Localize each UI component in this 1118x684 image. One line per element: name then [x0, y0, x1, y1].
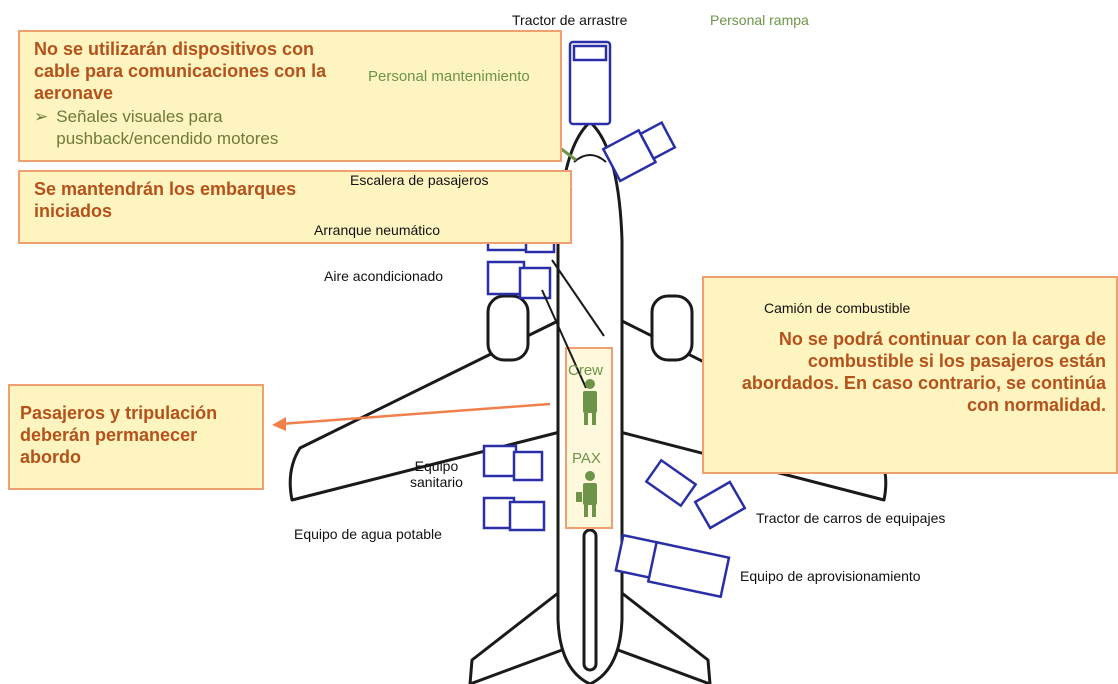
cables-callout-bullet: ➢ Señales visuales para pushback/encendi… [34, 106, 334, 150]
boarding-callout: Se mantendrán los embarques iniciados [18, 170, 572, 244]
fuel-callout: No se podrá continuar con la carga de co… [702, 276, 1118, 474]
cables-callout-bullet-text: Señales visuales para pushback/encendido… [56, 107, 279, 148]
potable-water-unit [482, 496, 546, 532]
left-stabilizer [468, 588, 564, 684]
crew-person-icon [583, 379, 597, 425]
sanitary-unit [482, 444, 544, 482]
crew-leader-line-2 [541, 289, 587, 389]
fuel-callout-text: No se podrá continuar con la carga de co… [741, 329, 1106, 415]
crew-leader-line [551, 259, 605, 337]
crew-callout-arrow [279, 402, 551, 426]
passenger-stairs-label: Escalera de pasajeros [350, 172, 489, 188]
tow-tractor-label: Tractor de arrastre [512, 12, 628, 28]
right-stabilizer [616, 588, 712, 684]
leader-lines [541, 259, 605, 389]
air-conditioning-label: Aire acondicionado [324, 268, 444, 284]
crew-callout-arrowhead [272, 417, 286, 431]
boarding-callout-text: Se mantendrán los embarques iniciados [34, 179, 297, 221]
cables-callout: No se utilizarán dispositivos con cable … [18, 30, 562, 162]
crew-pax-callout: Pasajeros y tripulación deberán permanec… [8, 384, 264, 490]
pax-label: PAX [572, 450, 601, 467]
bullet-marker-icon: ➢ [34, 107, 49, 126]
catering-label: Equipo de aprovisionamiento [740, 568, 921, 584]
maintenance-staff-label: Personal mantenimiento [368, 68, 530, 85]
air-conditioning-unit [486, 260, 552, 300]
sanitary-equipment-label: Equipo sanitario [410, 458, 463, 490]
pneumatic-start-label: Arranque neumático [314, 222, 441, 238]
left-wing [288, 318, 562, 502]
ramp-staff-label: Personal rampa [710, 12, 809, 28]
left-engine [486, 294, 530, 362]
cables-callout-text: No se utilizarán dispositivos con cable … [34, 39, 327, 103]
right-engine [650, 294, 694, 362]
pax-person-icon [576, 471, 597, 517]
baggage-tractor-label: Tractor de carros de equipajes [756, 510, 946, 526]
fuel-truck-label: Camión de combustible [764, 300, 911, 316]
tail-fin [582, 528, 598, 672]
crew-label: Crew [568, 362, 604, 379]
cockpit-window [573, 154, 607, 163]
potable-water-label: Equipo de agua potable [294, 526, 442, 542]
crew-pax-callout-text: Pasajeros y tripulación deberán permanec… [20, 403, 218, 467]
catering-vehicle [614, 533, 731, 599]
catering-vehicle-top [601, 120, 677, 183]
tow-tractor-vehicle [568, 40, 612, 126]
baggage-tractor-vehicle [644, 458, 747, 530]
